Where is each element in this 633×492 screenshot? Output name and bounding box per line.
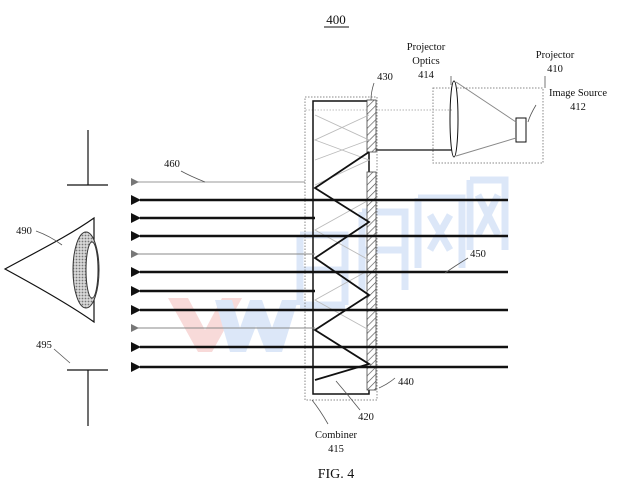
label-combiner-line1: Combiner bbox=[315, 430, 357, 441]
label-projector-line2: 410 bbox=[547, 64, 563, 75]
projector-lens bbox=[449, 80, 459, 158]
eyebox-brackets bbox=[67, 130, 108, 426]
leader-lines bbox=[35, 76, 546, 425]
label-495: 495 bbox=[36, 340, 52, 351]
combiner-outline bbox=[304, 96, 378, 401]
image-source bbox=[515, 117, 527, 143]
input-coupler-430 bbox=[366, 99, 377, 153]
figure-caption: FIG. 4 bbox=[318, 467, 355, 482]
display-light-rays bbox=[131, 178, 315, 332]
internal-reflections-light bbox=[313, 114, 371, 331]
label-420: 420 bbox=[358, 412, 374, 423]
label-projector-line1: Projector bbox=[536, 50, 575, 61]
label-projector-optics-line2: Optics bbox=[412, 56, 439, 67]
label-image-source-line1: Image Source bbox=[549, 88, 607, 99]
projection-beam bbox=[305, 81, 517, 157]
watermark bbox=[168, 176, 509, 352]
figure-number: 400 bbox=[326, 12, 346, 27]
projector-box bbox=[432, 87, 544, 164]
label-projector-optics-line1: Projector bbox=[407, 42, 446, 53]
output-coupler-440 bbox=[366, 171, 377, 391]
label-combiner-line2: 415 bbox=[328, 444, 344, 455]
eye bbox=[3, 216, 100, 324]
label-440: 440 bbox=[398, 377, 414, 388]
label-490: 490 bbox=[16, 226, 32, 237]
label-430: 430 bbox=[377, 72, 393, 83]
label-450: 450 bbox=[470, 249, 486, 260]
label-projector-optics-line3: 414 bbox=[418, 70, 435, 81]
label-image-source-line2: 412 bbox=[570, 102, 586, 113]
internal-zigzag bbox=[313, 151, 372, 381]
label-460: 460 bbox=[164, 159, 180, 170]
